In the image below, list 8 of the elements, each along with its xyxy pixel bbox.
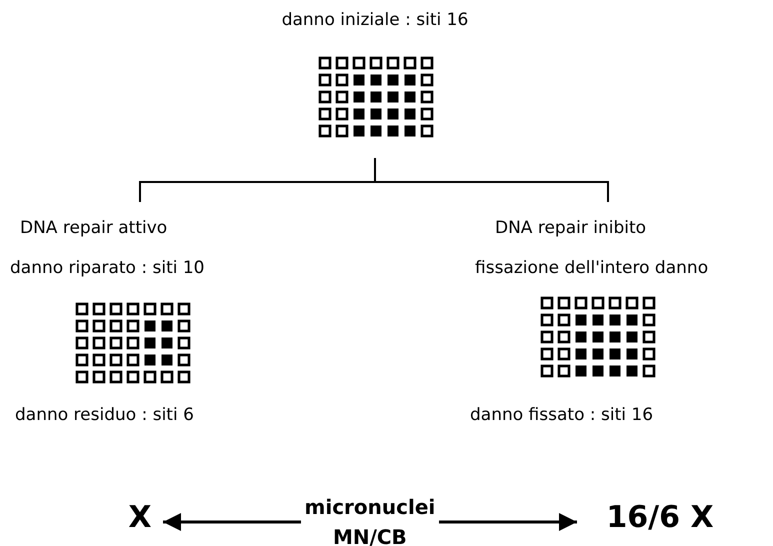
node-heading: DNA repair attivo <box>20 218 168 238</box>
branch-line <box>374 158 609 202</box>
node-heading: danno riparato : siti 10 <box>10 258 206 278</box>
node-heading: fissazione dell'intero danno <box>475 258 710 278</box>
node-heading: danno iniziale : siti 16 <box>280 10 470 30</box>
node-caption: danno fissato : siti 16 <box>470 405 654 425</box>
node-caption: danno residuo : siti 6 <box>15 405 194 425</box>
node-heading: DNA repair inibito <box>495 218 648 238</box>
